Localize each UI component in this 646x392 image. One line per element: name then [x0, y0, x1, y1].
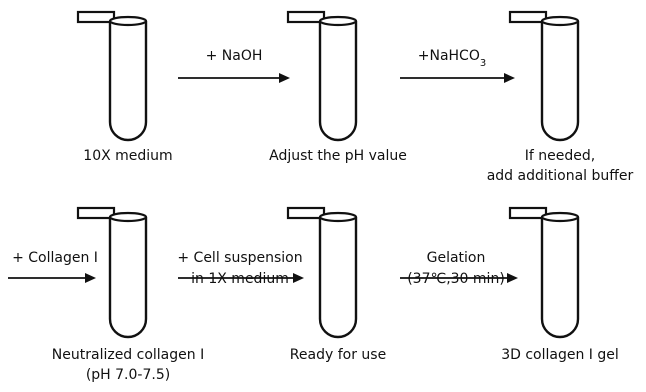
tube-cap [508, 10, 548, 24]
arrow-label: + NaOH [206, 48, 263, 64]
arrow-label: in 1X medium [191, 271, 289, 287]
tube-body [318, 21, 358, 142]
step-label: 10X medium [83, 148, 172, 164]
tube-rim [318, 15, 358, 27]
arrow-label: + Cell suspension [177, 250, 302, 266]
arrow-head [279, 73, 290, 83]
step-label: Ready for use [290, 347, 386, 363]
tube-rim [318, 211, 358, 223]
arrow-head [85, 273, 96, 283]
step-label: If needed, [525, 148, 595, 164]
arrow-4 [178, 273, 304, 283]
tube-cap [76, 10, 116, 24]
step-label: (pH 7.0-7.5) [86, 367, 170, 383]
arrows-layer [8, 73, 518, 283]
tubes-layer [76, 10, 580, 339]
arrow-label: (37℃,30 min) [407, 271, 505, 287]
tube-3 [508, 10, 580, 142]
tube-rim [108, 211, 148, 223]
tube-rim [540, 211, 580, 223]
arrow-2 [400, 73, 515, 83]
step-label: Neutralized collagen I [52, 347, 204, 363]
tube-body [540, 21, 580, 142]
arrow-5 [400, 273, 518, 283]
tube-2 [286, 10, 358, 142]
arrow-1 [178, 73, 290, 83]
tube-body [318, 217, 358, 339]
tube-cap [286, 10, 326, 24]
labels-layer: 10X medium Adjust the pH value If needed, a… [12, 48, 633, 383]
arrow-head [293, 273, 304, 283]
tube-6 [508, 206, 580, 339]
arrow-label-subscript: 3 [480, 58, 486, 69]
tube-cap [508, 206, 548, 220]
arrow-label: Gelation [427, 250, 486, 266]
tube-rim [108, 15, 148, 27]
arrow-head [504, 73, 515, 83]
arrow-label: + Collagen I [12, 250, 98, 266]
arrow-head [507, 273, 518, 283]
tube-cap [76, 206, 116, 220]
step-label: add additional buffer [487, 168, 634, 184]
tube-4 [76, 206, 148, 339]
step-label: 3D collagen I gel [501, 347, 619, 363]
tube-cap [286, 206, 326, 220]
arrow-label: +NaHCO3 [418, 48, 486, 69]
step-label: Adjust the pH value [269, 148, 407, 164]
tube-body [108, 21, 148, 142]
tube-5 [286, 206, 358, 339]
tube-body [540, 217, 580, 339]
tube-1 [76, 10, 148, 142]
arrow-3 [8, 273, 96, 283]
tube-rim [540, 15, 580, 27]
tube-body [108, 217, 148, 339]
